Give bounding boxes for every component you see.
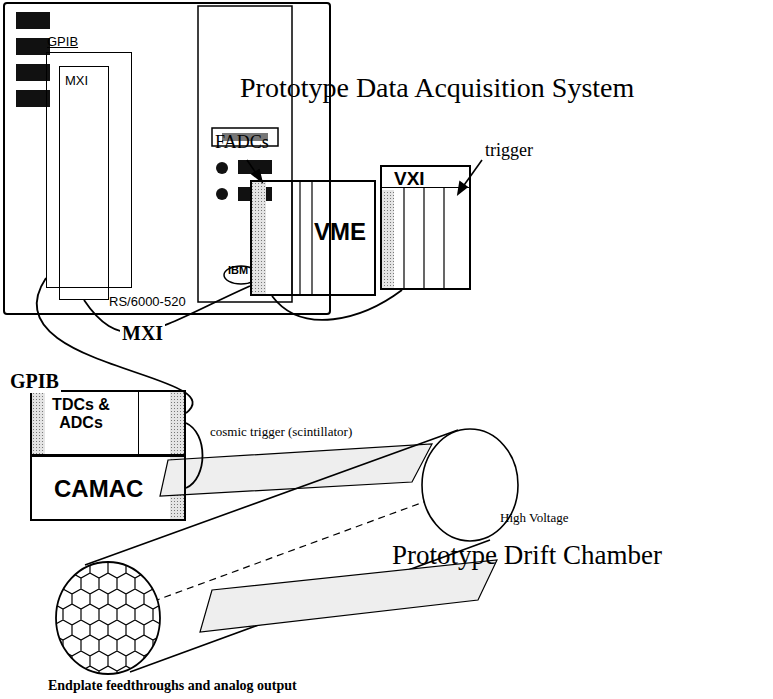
node-text: MXI (65, 73, 88, 88)
part-label: cosmic trigger (scintillator) (210, 424, 352, 440)
node-text: RS/6000-520 (109, 294, 186, 309)
diagram-title: Prototype Data Acquisition System (240, 72, 634, 104)
node-text: CAMAC (54, 475, 143, 503)
node-text: VME (314, 218, 366, 246)
camac-crate: CAMAC (30, 455, 186, 521)
node-text: GPIB (47, 34, 78, 49)
vxi-crate: VXI (380, 165, 471, 290)
logo-text: IBM (228, 264, 248, 276)
cable (186, 423, 203, 488)
node-text: TDCs & ADCs (50, 396, 112, 432)
vme-crate: VME (250, 180, 376, 296)
node-text: VXI (394, 168, 425, 190)
part-label: High Voltage (500, 510, 569, 526)
tdc-adc-crate: TDCs & ADCs (30, 390, 186, 456)
computer-tower: RS/6000-520 GPIB MXI (3, 2, 331, 315)
part-label: FADCs (215, 132, 269, 153)
part-label: trigger (485, 140, 533, 161)
cable-label: MXI (120, 322, 165, 345)
caption-text: Prototype Drift Chamber (392, 540, 662, 571)
cable-label: GPIB (8, 370, 61, 393)
note-text: Endplate feedthroughs and analog output (48, 678, 297, 694)
mxi-card: MXI (59, 66, 109, 300)
crate-details (32, 182, 444, 519)
